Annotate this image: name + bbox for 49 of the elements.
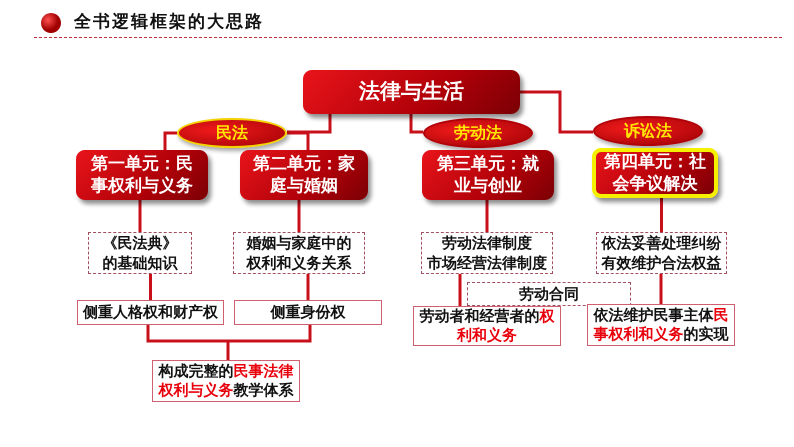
unit-box: [240, 150, 368, 200]
connector-line: [164, 132, 177, 150]
box-text: 侧重身份权: [270, 302, 346, 322]
box-text: 第三单元：就业与创业: [436, 152, 540, 198]
box-text: 第四单元：社会争议解决: [603, 150, 707, 196]
box-text: 法律与生活: [359, 78, 464, 106]
title: 全书逻辑框架的大思路: [74, 11, 264, 33]
box-text: 劳动者和经营者的权利和义务: [418, 306, 556, 346]
connector-line: [298, 200, 300, 232]
ellipse-label: [423, 118, 533, 148]
unit-box: [76, 150, 208, 200]
connector-line: [660, 198, 663, 232]
box-text: 劳动法: [454, 122, 502, 144]
connector-line: [660, 274, 662, 304]
box-text: 市场经营法律制度: [427, 253, 547, 274]
connector-line: [138, 200, 142, 232]
ellipse-label: [593, 116, 703, 146]
connector-line: [226, 325, 312, 360]
content-box: [234, 300, 382, 325]
box-text: 诉讼法: [624, 120, 672, 142]
box-text: 有效维护合法权益: [602, 253, 722, 274]
connector-line: [149, 274, 152, 300]
connector-line: [287, 114, 332, 134]
connector-line: [520, 90, 593, 134]
root-box: [303, 70, 520, 114]
connector-line: [306, 274, 310, 300]
ellipse-label: [177, 118, 287, 148]
box-text: 依法维护民事主体民事权利和义务的实现: [592, 306, 730, 344]
dashed-box: [421, 232, 553, 274]
box-text: 侧重人格权和财产权: [83, 302, 218, 322]
unit-box: [592, 148, 718, 198]
connector-line: [410, 114, 423, 134]
dashed-box: [233, 232, 365, 274]
box-text: 《民法典》的基础知识: [102, 232, 179, 274]
box-text: 民法: [216, 122, 248, 144]
box-text: 第一单元：民事权利与义务: [90, 152, 194, 198]
unit-box: [422, 150, 554, 200]
box-text: 婚姻与家庭中的权利和义务关系: [245, 232, 352, 274]
content-box: [77, 300, 224, 325]
box-text: 劳动合同: [519, 284, 579, 304]
box-text: 劳动法律制度: [442, 232, 532, 253]
dashed-box: [596, 232, 727, 274]
connector-line: [287, 132, 310, 150]
box-text: 第二单元：家庭与婚姻: [252, 152, 356, 198]
dashed-box: [88, 232, 192, 274]
connector-line: [486, 200, 488, 232]
connector-line: [458, 274, 462, 306]
box-text: 构成完整的民事法律权利与义务教学体系: [157, 362, 294, 400]
box-text: 依法妥善处理纠纷: [602, 232, 722, 253]
